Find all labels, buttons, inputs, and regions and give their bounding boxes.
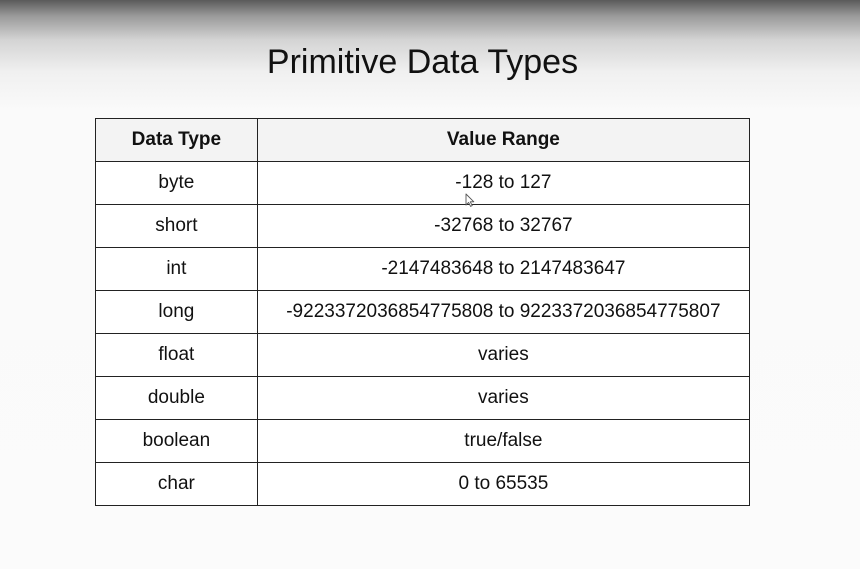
header-data-type: Data Type bbox=[95, 118, 258, 162]
table-header-row: Data Type Value Range bbox=[95, 118, 751, 162]
table-row: long -9223372036854775808 to 92233720368… bbox=[95, 290, 751, 334]
cell-range: -2147483648 to 2147483647 bbox=[256, 247, 751, 291]
cell-type: float bbox=[95, 333, 258, 377]
table-row: int -2147483648 to 2147483647 bbox=[95, 247, 751, 291]
table-row: char 0 to 65535 bbox=[95, 462, 751, 506]
cell-range: -9223372036854775808 to 9223372036854775… bbox=[256, 290, 751, 334]
table-row: byte -128 to 127 bbox=[95, 161, 751, 205]
table-row: short -32768 to 32767 bbox=[95, 204, 751, 248]
cell-type: long bbox=[95, 290, 258, 334]
cell-type: int bbox=[95, 247, 258, 291]
table-row: float varies bbox=[95, 333, 751, 377]
cell-type: byte bbox=[95, 161, 258, 205]
cell-range: varies bbox=[256, 376, 751, 420]
cell-range: -32768 to 32767 bbox=[256, 204, 751, 248]
data-types-table: Data Type Value Range byte -128 to 127 s… bbox=[95, 118, 751, 506]
cell-type: boolean bbox=[95, 419, 258, 463]
table-row: double varies bbox=[95, 376, 751, 420]
cell-range: -128 to 127 bbox=[256, 161, 751, 205]
cell-range: true/false bbox=[256, 419, 751, 463]
slide-title: Primitive Data Types bbox=[266, 43, 579, 81]
cell-type: short bbox=[95, 204, 258, 248]
table-row: boolean true/false bbox=[95, 419, 751, 463]
cell-type: double bbox=[95, 376, 258, 420]
cell-type: char bbox=[95, 462, 258, 506]
mouse-pointer-icon bbox=[465, 193, 475, 207]
cell-range: varies bbox=[256, 333, 751, 377]
header-value-range: Value Range bbox=[256, 118, 751, 162]
cell-range: 0 to 65535 bbox=[256, 462, 751, 506]
